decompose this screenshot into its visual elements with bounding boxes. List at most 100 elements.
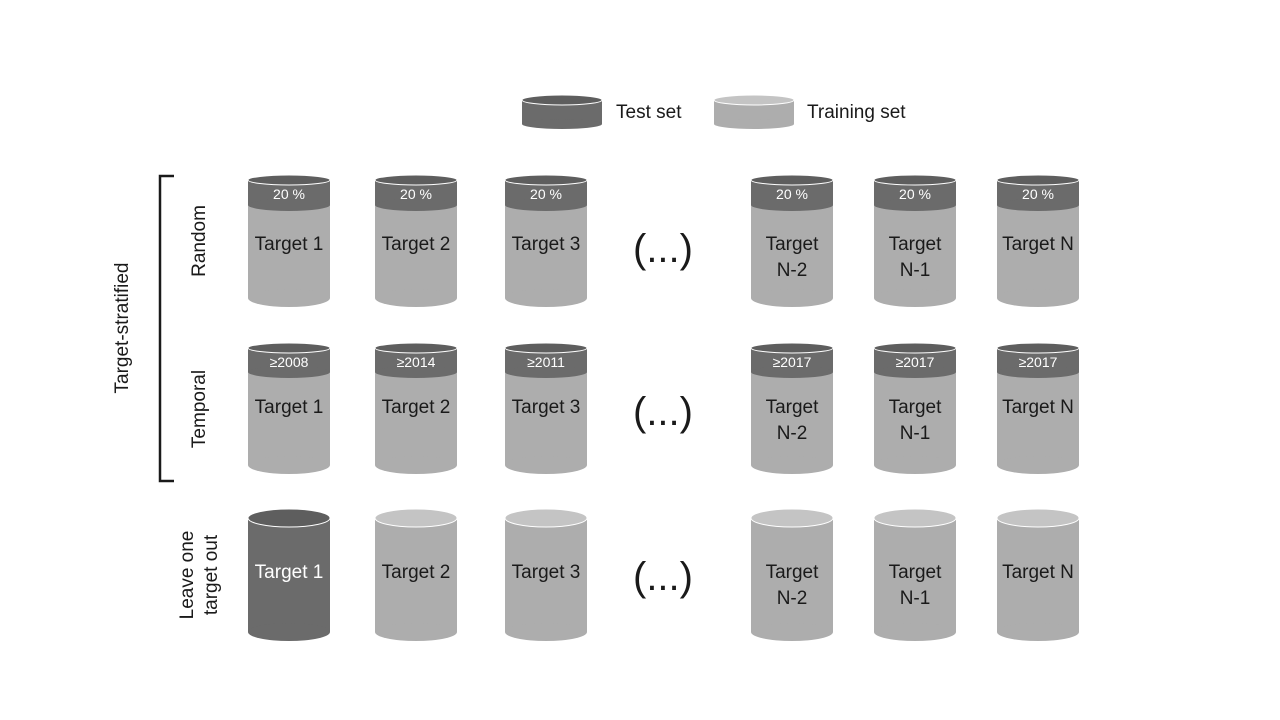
cylinder-label: Target 3: [512, 397, 581, 418]
test-band-label: ≥2017: [773, 354, 812, 370]
cylinder-base: [505, 623, 587, 641]
test-band-bottom: [874, 366, 956, 378]
cylinder-top: [374, 174, 458, 186]
cylinder: Target 1: [247, 508, 331, 641]
cylinder-base: [248, 289, 330, 307]
cylinder-label-line: Target 1: [255, 397, 324, 418]
legend-test-label: Test set: [616, 102, 682, 123]
cylinder-label: Target 3: [512, 234, 581, 255]
test-band-label: 20 %: [776, 186, 808, 202]
test-band-label: ≥2011: [527, 354, 565, 370]
cylinder-top: [247, 174, 331, 186]
cylinder-base: [997, 456, 1079, 474]
rows: Random 20 % Target 1 20 % Target 2 20 % Target…: [177, 174, 1080, 641]
cylinder-label: Target N: [1002, 562, 1074, 583]
cylinder-top: [504, 508, 588, 528]
cylinder-label: Target 1: [255, 234, 324, 255]
cylinder-base: [505, 456, 587, 474]
cylinder-base: [751, 456, 833, 474]
cylinder-label-line: Target: [889, 562, 943, 583]
cylinder-body: [997, 518, 1079, 632]
cylinder-top: [247, 508, 331, 528]
cylinder: 20 % Target 2: [374, 174, 458, 307]
cylinder-top: [873, 174, 957, 186]
cylinder-base: [997, 289, 1079, 307]
cylinder-top: [504, 174, 588, 186]
cylinder-base: [248, 456, 330, 474]
cylinder-label: Target 1: [255, 397, 324, 418]
test-band-label: ≥2008: [270, 354, 309, 370]
cylinder-label: Target 2: [382, 562, 451, 583]
cylinder-top: [996, 174, 1080, 186]
test-band-label: 20 %: [1022, 186, 1054, 202]
row-label: Random: [189, 205, 210, 277]
cylinder-label-line: Target: [889, 397, 943, 418]
cylinder-top: [750, 342, 834, 354]
cylinder-label-line: Target: [889, 234, 943, 255]
test-band-bottom: [997, 199, 1079, 211]
ellipsis: (...): [633, 555, 693, 599]
cylinder-label-line: N-2: [777, 423, 808, 444]
test-band-bottom: [505, 366, 587, 378]
cylinder-top: [374, 342, 458, 354]
cylinder-top: [247, 342, 331, 354]
cylinder: 20 % Target N: [996, 174, 1080, 307]
cylinder-label-line: Target: [766, 234, 820, 255]
test-band-bottom: [375, 199, 457, 211]
cylinder: 20 % Target 3: [504, 174, 588, 307]
cylinder-label-line: Target: [766, 562, 820, 583]
test-band-label: 20 %: [899, 186, 931, 202]
cylinder-top: [504, 342, 588, 354]
cylinder: Target 3: [504, 508, 588, 641]
cylinder-label-line: Target 1: [255, 234, 324, 255]
cylinder-base: [874, 623, 956, 641]
test-band-bottom: [248, 366, 330, 378]
test-band-bottom: [997, 366, 1079, 378]
cylinder-body: [751, 518, 833, 632]
test-band-bottom: [751, 199, 833, 211]
test-band-label: 20 %: [530, 186, 562, 202]
cylinder-label: Target 2: [382, 234, 451, 255]
row-label-line: target out: [201, 534, 222, 615]
cylinder-label-line: Target 1: [255, 562, 324, 583]
row-1: Random 20 % Target 1 20 % Target 2 20 % Target…: [189, 174, 1080, 307]
cylinder-label-line: N-1: [900, 260, 931, 281]
cylinder-base: [751, 623, 833, 641]
cylinder-top: [996, 508, 1080, 528]
test-band-label: ≥2017: [1019, 354, 1058, 370]
ellipsis: (...): [633, 390, 693, 434]
cylinder-label: Target N: [1002, 397, 1074, 418]
target-stratified-group: Target-stratified: [112, 174, 174, 483]
legend: Test set Training set: [521, 94, 906, 129]
cylinder-label-line: Target N: [1002, 234, 1074, 255]
cylinder-base: [505, 289, 587, 307]
cylinder-label-line: N-1: [900, 423, 931, 444]
test-band-bottom: [505, 199, 587, 211]
group-label: Target-stratified: [112, 263, 133, 394]
cylinder-top: [996, 342, 1080, 354]
cylinder-label: Target 1: [255, 562, 324, 583]
legend-test-swatch: [521, 94, 603, 129]
cylinder-base: [874, 289, 956, 307]
row-label-line: Leave one: [177, 531, 198, 620]
test-band-bottom: [248, 199, 330, 211]
cylinder-label-line: Target 2: [382, 397, 451, 418]
row-label: Temporal: [189, 370, 210, 448]
test-band-label: 20 %: [400, 186, 432, 202]
